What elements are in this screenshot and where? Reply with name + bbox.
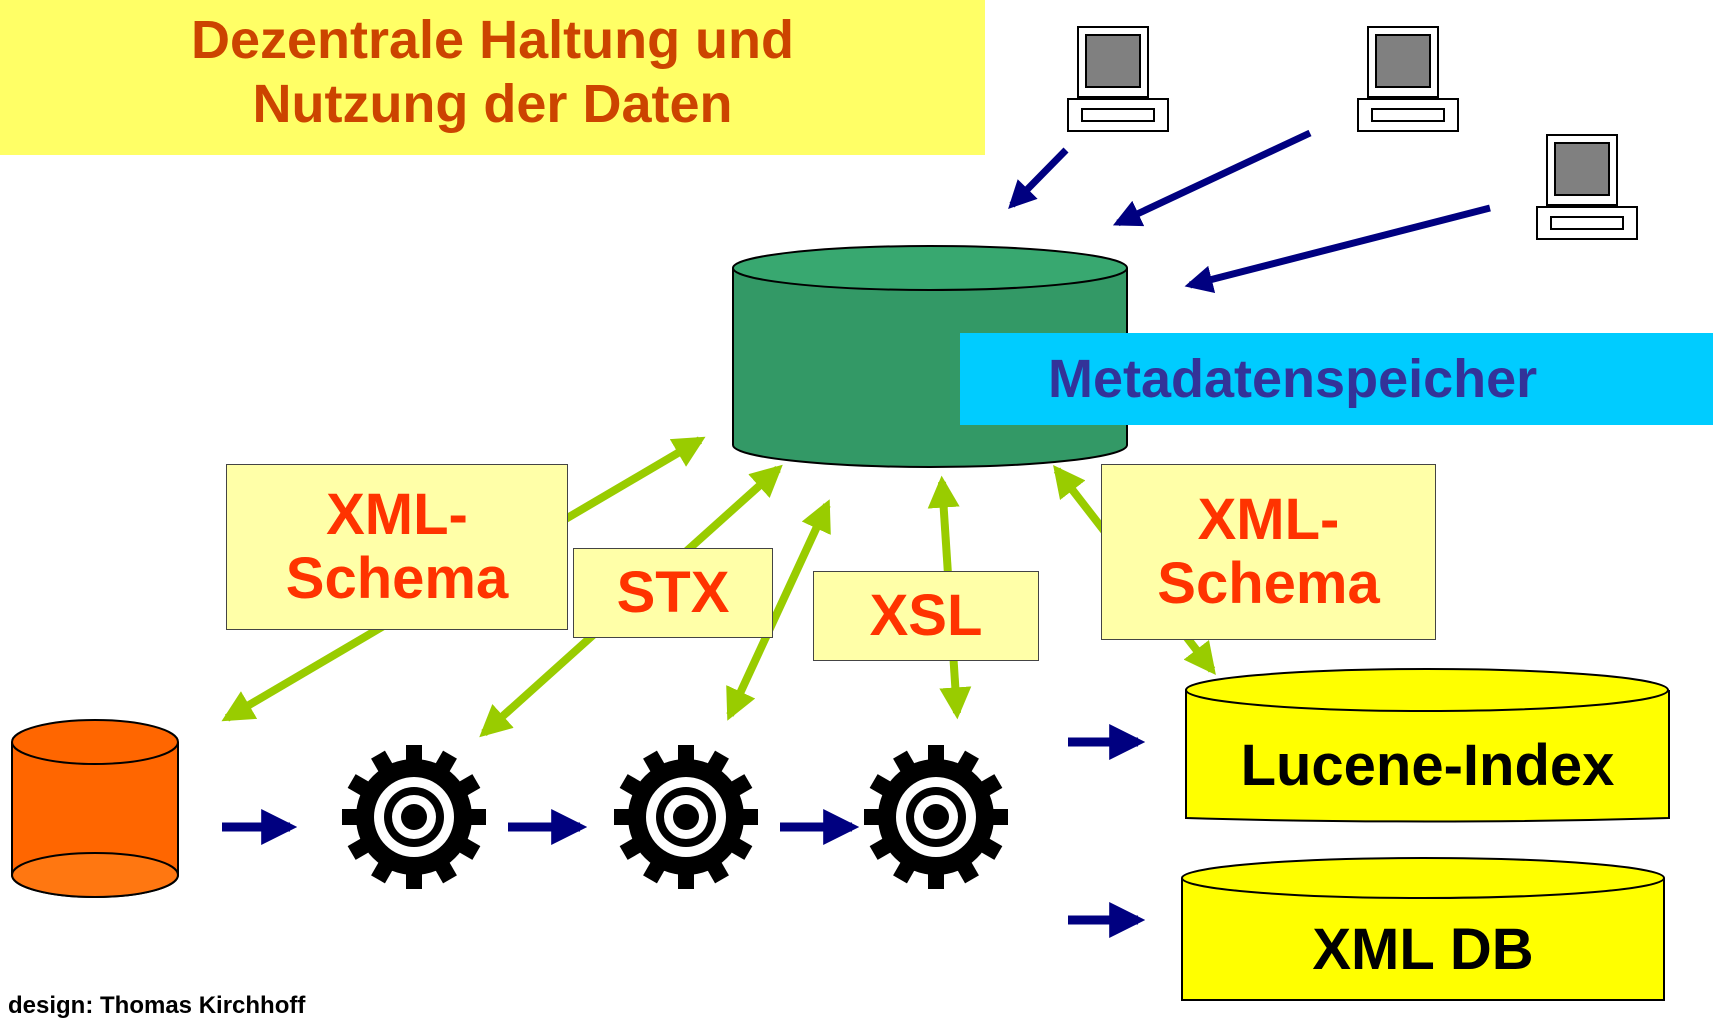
xml-db-label: XML DB — [1312, 917, 1534, 982]
store-label-box: Metadatenspeicher — [960, 333, 1713, 425]
arrow-icon — [1184, 204, 1491, 293]
note-line-2: Schema — [285, 546, 509, 611]
note-line-2: Schema — [1157, 551, 1380, 616]
computer-icon — [1357, 26, 1459, 132]
arrow-icon — [1112, 129, 1312, 227]
note-xsl: XSL — [813, 571, 1039, 661]
gear-icon — [342, 745, 486, 889]
arrow-icon — [726, 499, 831, 721]
gear-icon — [864, 745, 1008, 889]
note-stx: STX — [573, 548, 773, 638]
arrow-icon — [1008, 147, 1069, 209]
note-label: XSL — [869, 583, 983, 648]
title-box: Dezentrale Haltung und Nutzung der Daten — [0, 0, 985, 155]
database-icon — [1185, 668, 1670, 823]
note-line-1: XML- — [1197, 487, 1340, 552]
database-icon — [11, 719, 179, 898]
note-line-1: XML- — [326, 482, 468, 547]
computer-icon — [1536, 134, 1638, 240]
note-xml-schema-left: XML- Schema — [226, 464, 568, 630]
note-xml-schema-right: XML- Schema — [1101, 464, 1436, 640]
title-line-1: Dezentrale Haltung und — [190, 9, 795, 70]
note-label: STX — [616, 560, 730, 625]
gear-icon — [614, 745, 758, 889]
database-icon — [1181, 857, 1665, 1001]
computer-icon — [1067, 26, 1169, 132]
lucene-index-label: Lucene-Index — [1240, 733, 1615, 798]
diagram-title: Dezentrale Haltung und Nutzung der Daten — [191, 8, 794, 136]
title-line-2: Nutzung der Daten — [252, 73, 733, 134]
credit-text: design: Thomas Kirchhoff — [8, 992, 306, 1019]
store-label: Metadatenspeicher — [1048, 349, 1538, 409]
